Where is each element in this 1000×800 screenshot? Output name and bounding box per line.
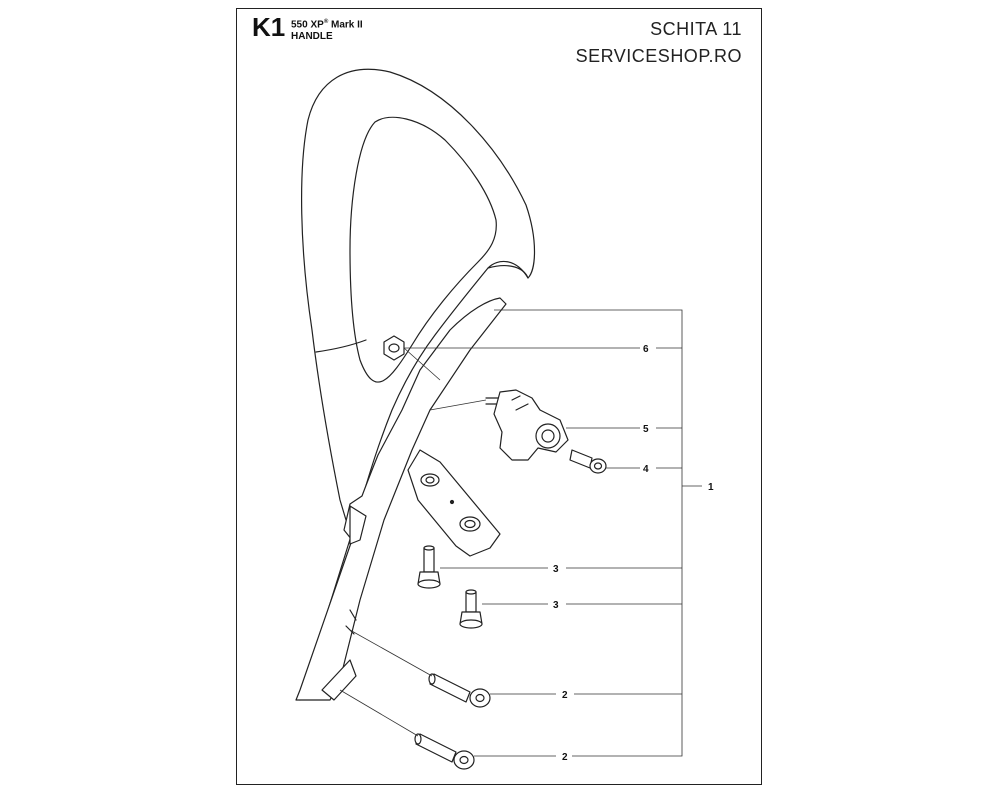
group-bracket [494, 309, 702, 757]
bolt-part-2a [428, 673, 491, 708]
callout-3b: 3 [553, 600, 559, 611]
bolt-part-2b [414, 733, 475, 770]
screw-part-4 [569, 449, 607, 474]
callout-6: 6 [643, 344, 649, 355]
clamp-knob-part-5 [485, 389, 569, 461]
shop-name: SERVICESHOP.RO [575, 46, 742, 66]
grip-sleeve-end [315, 339, 367, 353]
nut-part-6 [383, 335, 405, 361]
diagram-code: K1 [252, 12, 286, 42]
model-block: 550 XP® Mark II HANDLE [291, 16, 363, 43]
sheet-number: SCHITA 11 [650, 19, 742, 39]
callout-3a: 3 [553, 564, 559, 575]
section-title: HANDLE [291, 31, 333, 43]
callout-4: 4 [643, 464, 649, 475]
callout-1: 1 [708, 482, 714, 493]
handle-bracket [295, 297, 507, 701]
handle-inner [349, 116, 497, 383]
registered-mark: ® [323, 19, 329, 25]
mounting-plate [407, 449, 501, 557]
callout-2a: 2 [562, 690, 568, 701]
screw-part-3b [459, 589, 483, 629]
callout-5: 5 [643, 424, 649, 435]
callout-2b: 2 [562, 752, 568, 763]
grip-sleeve-top [487, 260, 529, 279]
model-name: 550 XP [291, 19, 324, 31]
screw-part-3a [417, 545, 441, 589]
model-suffix: Mark II [331, 19, 363, 31]
